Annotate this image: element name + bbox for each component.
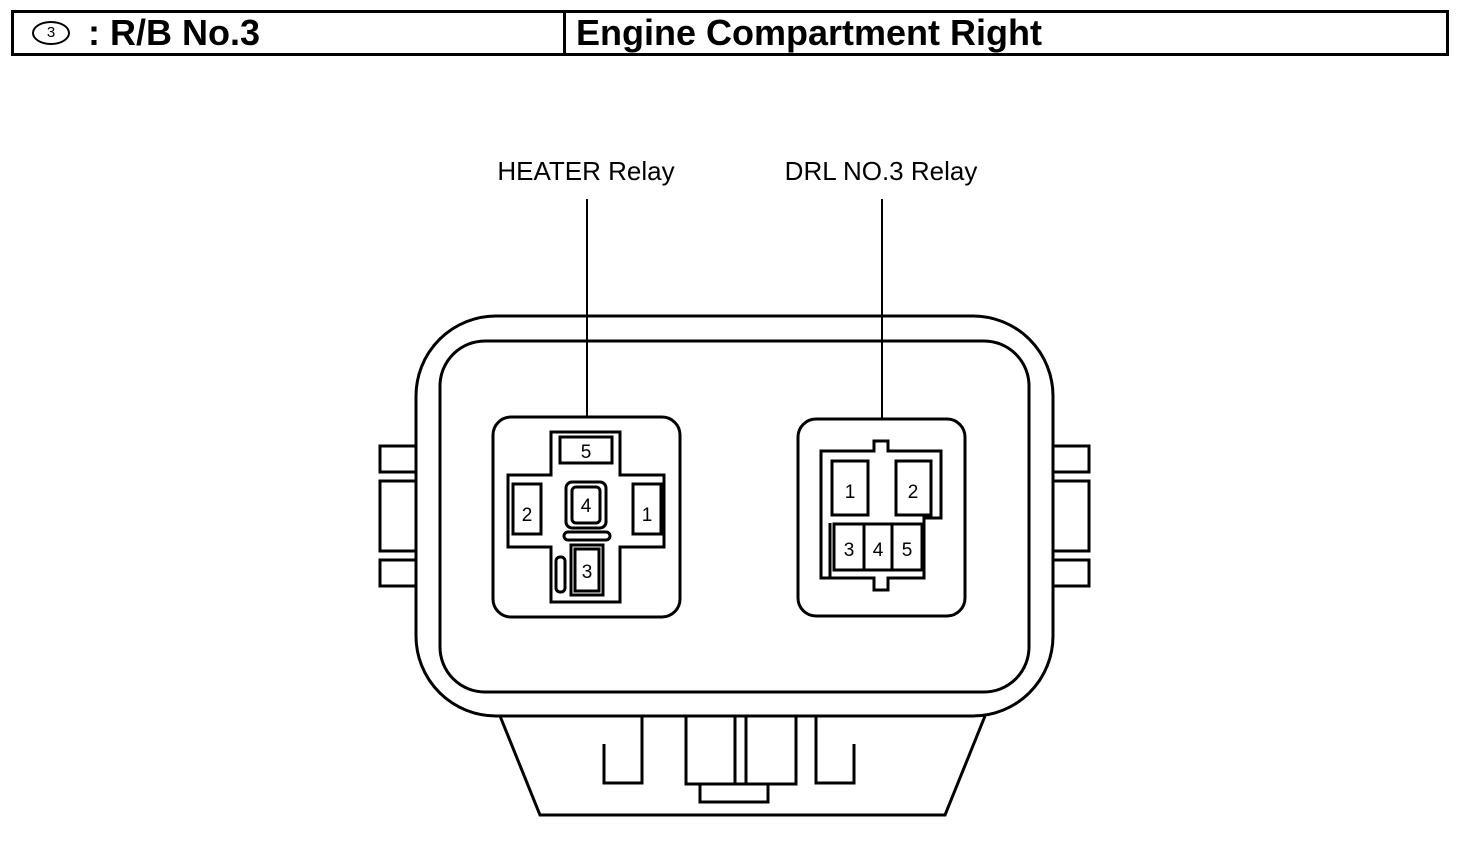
heater-pin-1: 1 (642, 505, 653, 526)
relay-block-name: : R/B No.3 (88, 12, 261, 53)
drl-relay-body (819, 439, 943, 592)
heater-pin-5: 5 (581, 442, 592, 463)
left-tab-bottom (378, 558, 418, 588)
header-connector-cell: 3 : R/B No.3 (14, 12, 566, 53)
right-clip (814, 716, 856, 785)
heater-relay-cross (506, 430, 666, 604)
relay-block-inner (438, 339, 1031, 694)
drl-relay-label: DRL NO.3 Relay (785, 156, 978, 186)
drl-pin-2: 2 (908, 482, 919, 503)
left-clip (602, 716, 644, 785)
drl-pin-1: 1 (845, 482, 856, 503)
heater-relay-label: HEATER Relay (497, 156, 674, 186)
left-tab-mid (378, 479, 418, 553)
header-table: 3 : R/B No.3 Engine Compartment Right (11, 10, 1449, 56)
drl-pin-3: 3 (844, 540, 855, 561)
header-location-cell: Engine Compartment Right (566, 12, 1446, 53)
right-tab-top (1051, 444, 1091, 474)
drl-pin-4: 4 (873, 540, 884, 561)
location-text: Engine Compartment Right (576, 12, 1042, 53)
left-tab-top (378, 444, 418, 474)
heater-pin-4: 4 (581, 496, 592, 517)
bottom-connector (684, 714, 798, 786)
right-tab-mid (1051, 479, 1091, 553)
bottom-connector-tab (698, 782, 770, 804)
connector-number-badge: 3 (32, 21, 70, 45)
drl-pin-5: 5 (902, 540, 913, 561)
heater-pin-3: 3 (582, 562, 593, 583)
housing-bottom (498, 715, 987, 817)
right-tab-bottom (1051, 558, 1091, 588)
heater-pin-2: 2 (522, 505, 533, 526)
